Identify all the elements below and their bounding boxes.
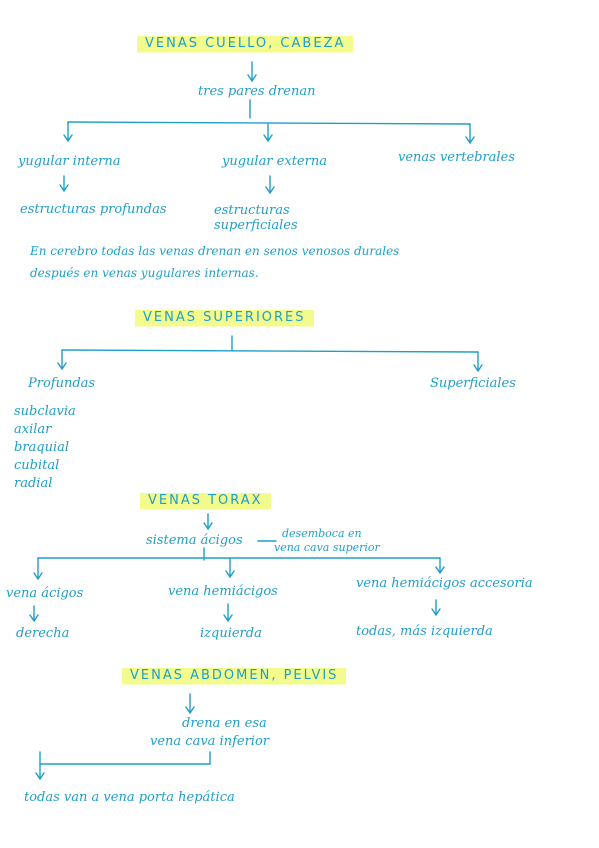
- leaf-vena-porta: todas van a vena porta hepática: [24, 790, 235, 805]
- branch-right: [435, 557, 445, 575]
- branch-profundas: Profundas: [28, 376, 96, 391]
- bracket-line: [67, 121, 471, 125]
- arrow-down-icon: [203, 513, 213, 531]
- leaf-arrow-left: [59, 175, 69, 193]
- bracket-line: [39, 751, 211, 765]
- leaf-arrow-left: [29, 605, 39, 623]
- list-item: braquial: [14, 440, 70, 455]
- leaf-todas-mas-izquierda: todas, más izquierda: [356, 624, 493, 639]
- arrow-down-icon: [247, 61, 257, 83]
- abdomen-sub-line-2: vena cava inferior: [150, 734, 269, 749]
- torax-note-line-2: vena cava superior: [274, 541, 380, 554]
- abdomen-sub-line-1: drena en esa: [182, 716, 267, 731]
- list-item: cubital: [14, 458, 60, 473]
- branch-right: [465, 123, 475, 145]
- branch-middle: [225, 557, 235, 579]
- leaf-arrow-left: [35, 763, 45, 781]
- branch-yugular-externa: yugular externa: [222, 154, 327, 169]
- list-item: subclavia: [14, 404, 76, 419]
- branch-vena-acigos: vena ácigos: [6, 586, 84, 601]
- branch-left: [63, 121, 73, 143]
- list-item: radial: [14, 476, 53, 491]
- list-item: axilar: [14, 422, 52, 437]
- branch-right: [473, 351, 483, 373]
- leaf-izquierda: izquierda: [200, 626, 262, 641]
- leaf-arrow-right: [431, 599, 441, 617]
- leaf-estructuras-profundas: estructuras profundas: [20, 202, 167, 217]
- arrow-down-icon: [185, 693, 195, 715]
- bracket-line: [61, 349, 479, 353]
- branch-yugular-interna: yugular interna: [18, 154, 121, 169]
- section-title-superiores: VENAS SUPERIORES: [135, 308, 314, 328]
- leaf-estructuras-superficiales: estructuras superficiales: [214, 203, 298, 233]
- cuello-subtitle: tres pares drenan: [198, 84, 316, 99]
- branch-superficiales: Superficiales: [430, 376, 516, 391]
- torax-subtitle: sistema ácigos: [146, 533, 243, 548]
- leaf-arrow-middle: [223, 603, 233, 623]
- leaf-arrow-middle: [265, 175, 275, 195]
- note-line-2: después en venas yugulares internas.: [30, 266, 259, 280]
- branch-middle: [263, 123, 273, 143]
- branch-vena-hemiacigos-accesoria: vena hemiácigos accesoria: [356, 576, 533, 591]
- leaf-derecha: derecha: [16, 626, 70, 641]
- branch-left: [33, 557, 43, 581]
- torax-note-line-1: desemboca en: [282, 527, 362, 540]
- branch-vena-hemiacigos: vena hemiácigos: [168, 584, 278, 599]
- branch-venas-vertebrales: venas vertebrales: [398, 150, 515, 165]
- section-title-abdomen: VENAS ABDOMEN, PELVIS: [122, 666, 347, 686]
- section-title-torax: VENAS TORAX: [140, 491, 271, 511]
- branch-left: [57, 349, 67, 371]
- section-title-cuello: VENAS CUELLO, CABEZA: [137, 34, 354, 54]
- note-line-1: En cerebro todas las venas drenan en sen…: [30, 244, 400, 258]
